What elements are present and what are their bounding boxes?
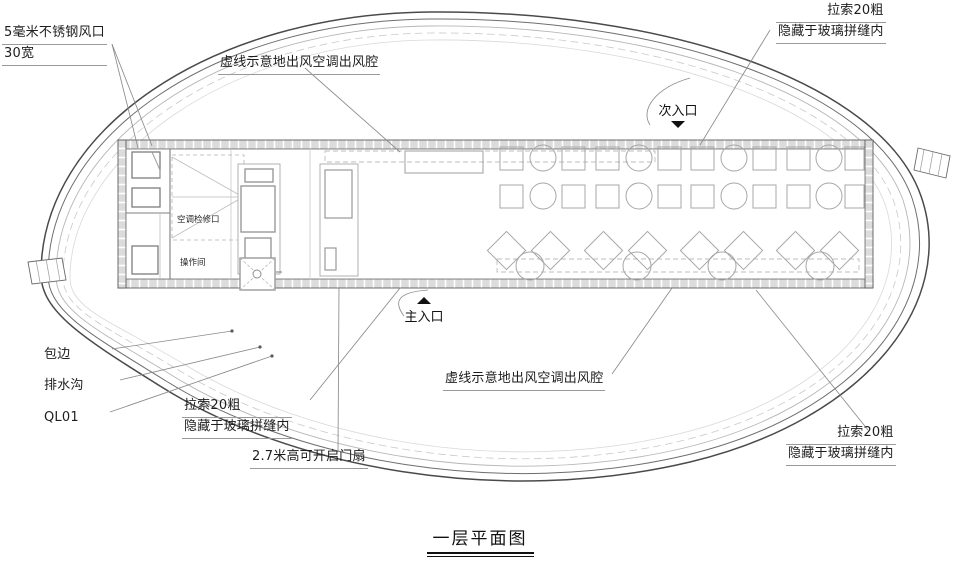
openable-door-leaf (319, 163, 359, 277)
furniture-row-3-diamonds (486, 230, 860, 271)
furniture-row-1 (499, 144, 865, 172)
annotation-edge-wrap: 包边 (42, 346, 72, 366)
annotation-air-cavity-top-line1: 虚线示意地出风空调出风腔 (218, 54, 381, 75)
drawing-title-block: 一层平面图 (0, 524, 960, 557)
glass-shell-outline (40, 11, 930, 482)
annotation-drainage-ditch-line1: 排水沟 (44, 378, 84, 393)
annotation-air-cavity-bottom: 虚线示意地出风空调出风腔 (443, 370, 606, 391)
annotation-cable-top-right: 拉索20粗 隐藏于玻璃拼缝内 (776, 2, 886, 44)
annotation-cable-bottom-left: 拉索20粗 隐藏于玻璃拼缝内 (182, 397, 292, 439)
entrance-secondary: 次入口 (642, 100, 714, 128)
entrance-secondary-label: 次入口 (658, 104, 698, 119)
annotation-air-cavity-top: 虚线示意地出风空调出风腔 (218, 54, 381, 75)
fan-unit-icon (239, 257, 282, 291)
annotation-stainless-vent-line2: 30宽 (2, 45, 107, 66)
annotation-edge-wrap-line1: 包边 (44, 347, 71, 362)
leader-lines (109, 29, 869, 453)
equipment-column (237, 163, 282, 291)
triangle-down-icon (671, 121, 685, 128)
annotation-openable-door-line1: 2.7米高可开启门扇 (250, 448, 368, 469)
air-supply-cavity-bottom (496, 258, 860, 273)
annotation-ql01: QL01 (42, 409, 81, 429)
entrance-main-label: 主入口 (404, 310, 444, 325)
annotation-air-cavity-bottom-line1: 虚线示意地出风空调出风腔 (443, 370, 606, 391)
page-title: 一层平面图 (426, 524, 534, 557)
triangle-up-icon (417, 297, 431, 304)
room-label-ac-access: 空调检修口 (177, 215, 220, 225)
shell-leader-ticks (230, 329, 274, 358)
annotation-stainless-vent-line1: 5毫米不锈钢风口 (2, 24, 107, 45)
furniture-row-3-circles (515, 251, 835, 281)
annotation-cable-top-right-line1: 拉索20粗 (776, 2, 886, 23)
stainless-air-vent-boxes (131, 151, 161, 275)
furniture-row-2 (499, 182, 865, 210)
annotation-cable-top-right-line2: 隐藏于玻璃拼缝内 (776, 23, 886, 44)
air-supply-cavity-top (324, 150, 656, 174)
annotation-cable-bottom-right-line1: 拉索20粗 (786, 424, 896, 445)
shell-anchor-right (913, 147, 951, 179)
annotation-openable-door: 2.7米高可开启门扇 (250, 448, 368, 469)
annotation-drainage-ditch: 排水沟 (42, 377, 86, 397)
annotation-cable-bottom-right: 拉索20粗 隐藏于玻璃拼缝内 (786, 424, 896, 466)
annotation-cable-bottom-left-line2: 隐藏于玻璃拼缝内 (182, 418, 292, 439)
left-service-zone (126, 149, 311, 279)
shell-anchor-left (27, 257, 67, 285)
annotation-cable-bottom-left-line1: 拉索20粗 (182, 397, 292, 418)
entrance-main: 主入口 (388, 297, 460, 325)
annotation-stainless-vent: 5毫米不锈钢风口 30宽 (2, 24, 107, 66)
annotation-cable-bottom-right-line2: 隐藏于玻璃拼缝内 (786, 445, 896, 466)
room-label-operation: 操作间 (180, 258, 206, 268)
annotation-ql01-line1: QL01 (44, 410, 79, 425)
